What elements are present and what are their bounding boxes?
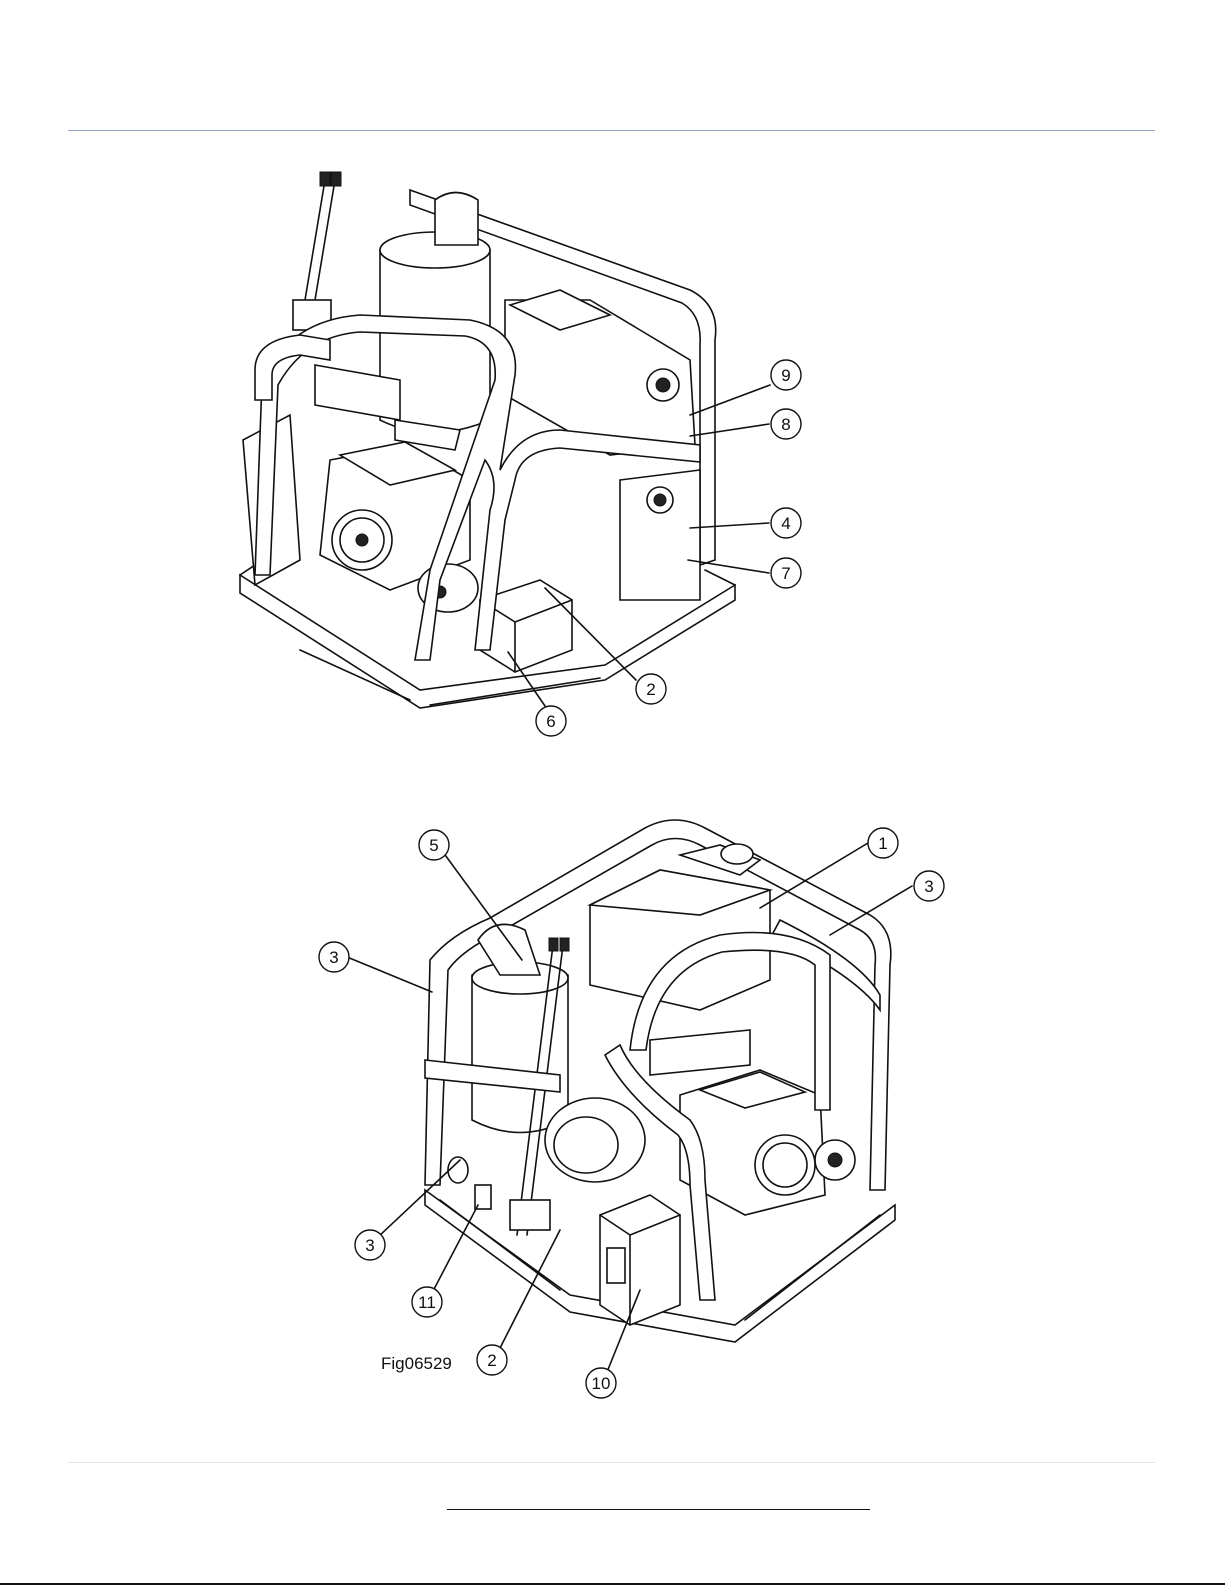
svg-text:8: 8 bbox=[781, 415, 790, 434]
callout-1: 1 bbox=[868, 828, 898, 858]
svg-text:6: 6 bbox=[546, 712, 555, 731]
bottom-assembly-view bbox=[425, 820, 895, 1342]
callout-8: 8 bbox=[771, 409, 801, 439]
svg-text:2: 2 bbox=[487, 1351, 496, 1370]
callout-5: 5 bbox=[419, 830, 449, 860]
callout-3-bottom: 3 bbox=[355, 1230, 385, 1260]
svg-text:4: 4 bbox=[781, 514, 790, 533]
svg-text:5: 5 bbox=[429, 836, 438, 855]
svg-text:10: 10 bbox=[592, 1374, 611, 1393]
callout-4: 4 bbox=[771, 508, 801, 538]
callout-10: 10 bbox=[586, 1368, 616, 1398]
callout-3-left: 3 bbox=[319, 942, 349, 972]
svg-text:1: 1 bbox=[878, 834, 887, 853]
callout-2: 2 bbox=[636, 674, 666, 704]
footer-rule bbox=[68, 1462, 1155, 1463]
svg-text:2: 2 bbox=[646, 680, 655, 699]
svg-text:9: 9 bbox=[781, 366, 790, 385]
callout-6: 6 bbox=[536, 706, 566, 736]
svg-text:3: 3 bbox=[365, 1236, 374, 1255]
svg-text:7: 7 bbox=[781, 564, 790, 583]
footer-underline bbox=[447, 1509, 870, 1510]
callout-2-bottom: 2 bbox=[477, 1345, 507, 1375]
figure-id: Fig06529 bbox=[381, 1354, 452, 1374]
svg-text:11: 11 bbox=[418, 1293, 436, 1312]
svg-text:3: 3 bbox=[329, 948, 338, 967]
callout-3-right: 3 bbox=[914, 871, 944, 901]
callout-7: 7 bbox=[771, 558, 801, 588]
svg-text:3: 3 bbox=[924, 877, 933, 896]
top-assembly-view bbox=[240, 172, 735, 708]
callout-9: 9 bbox=[771, 360, 801, 390]
callout-11: 11 bbox=[412, 1287, 442, 1317]
